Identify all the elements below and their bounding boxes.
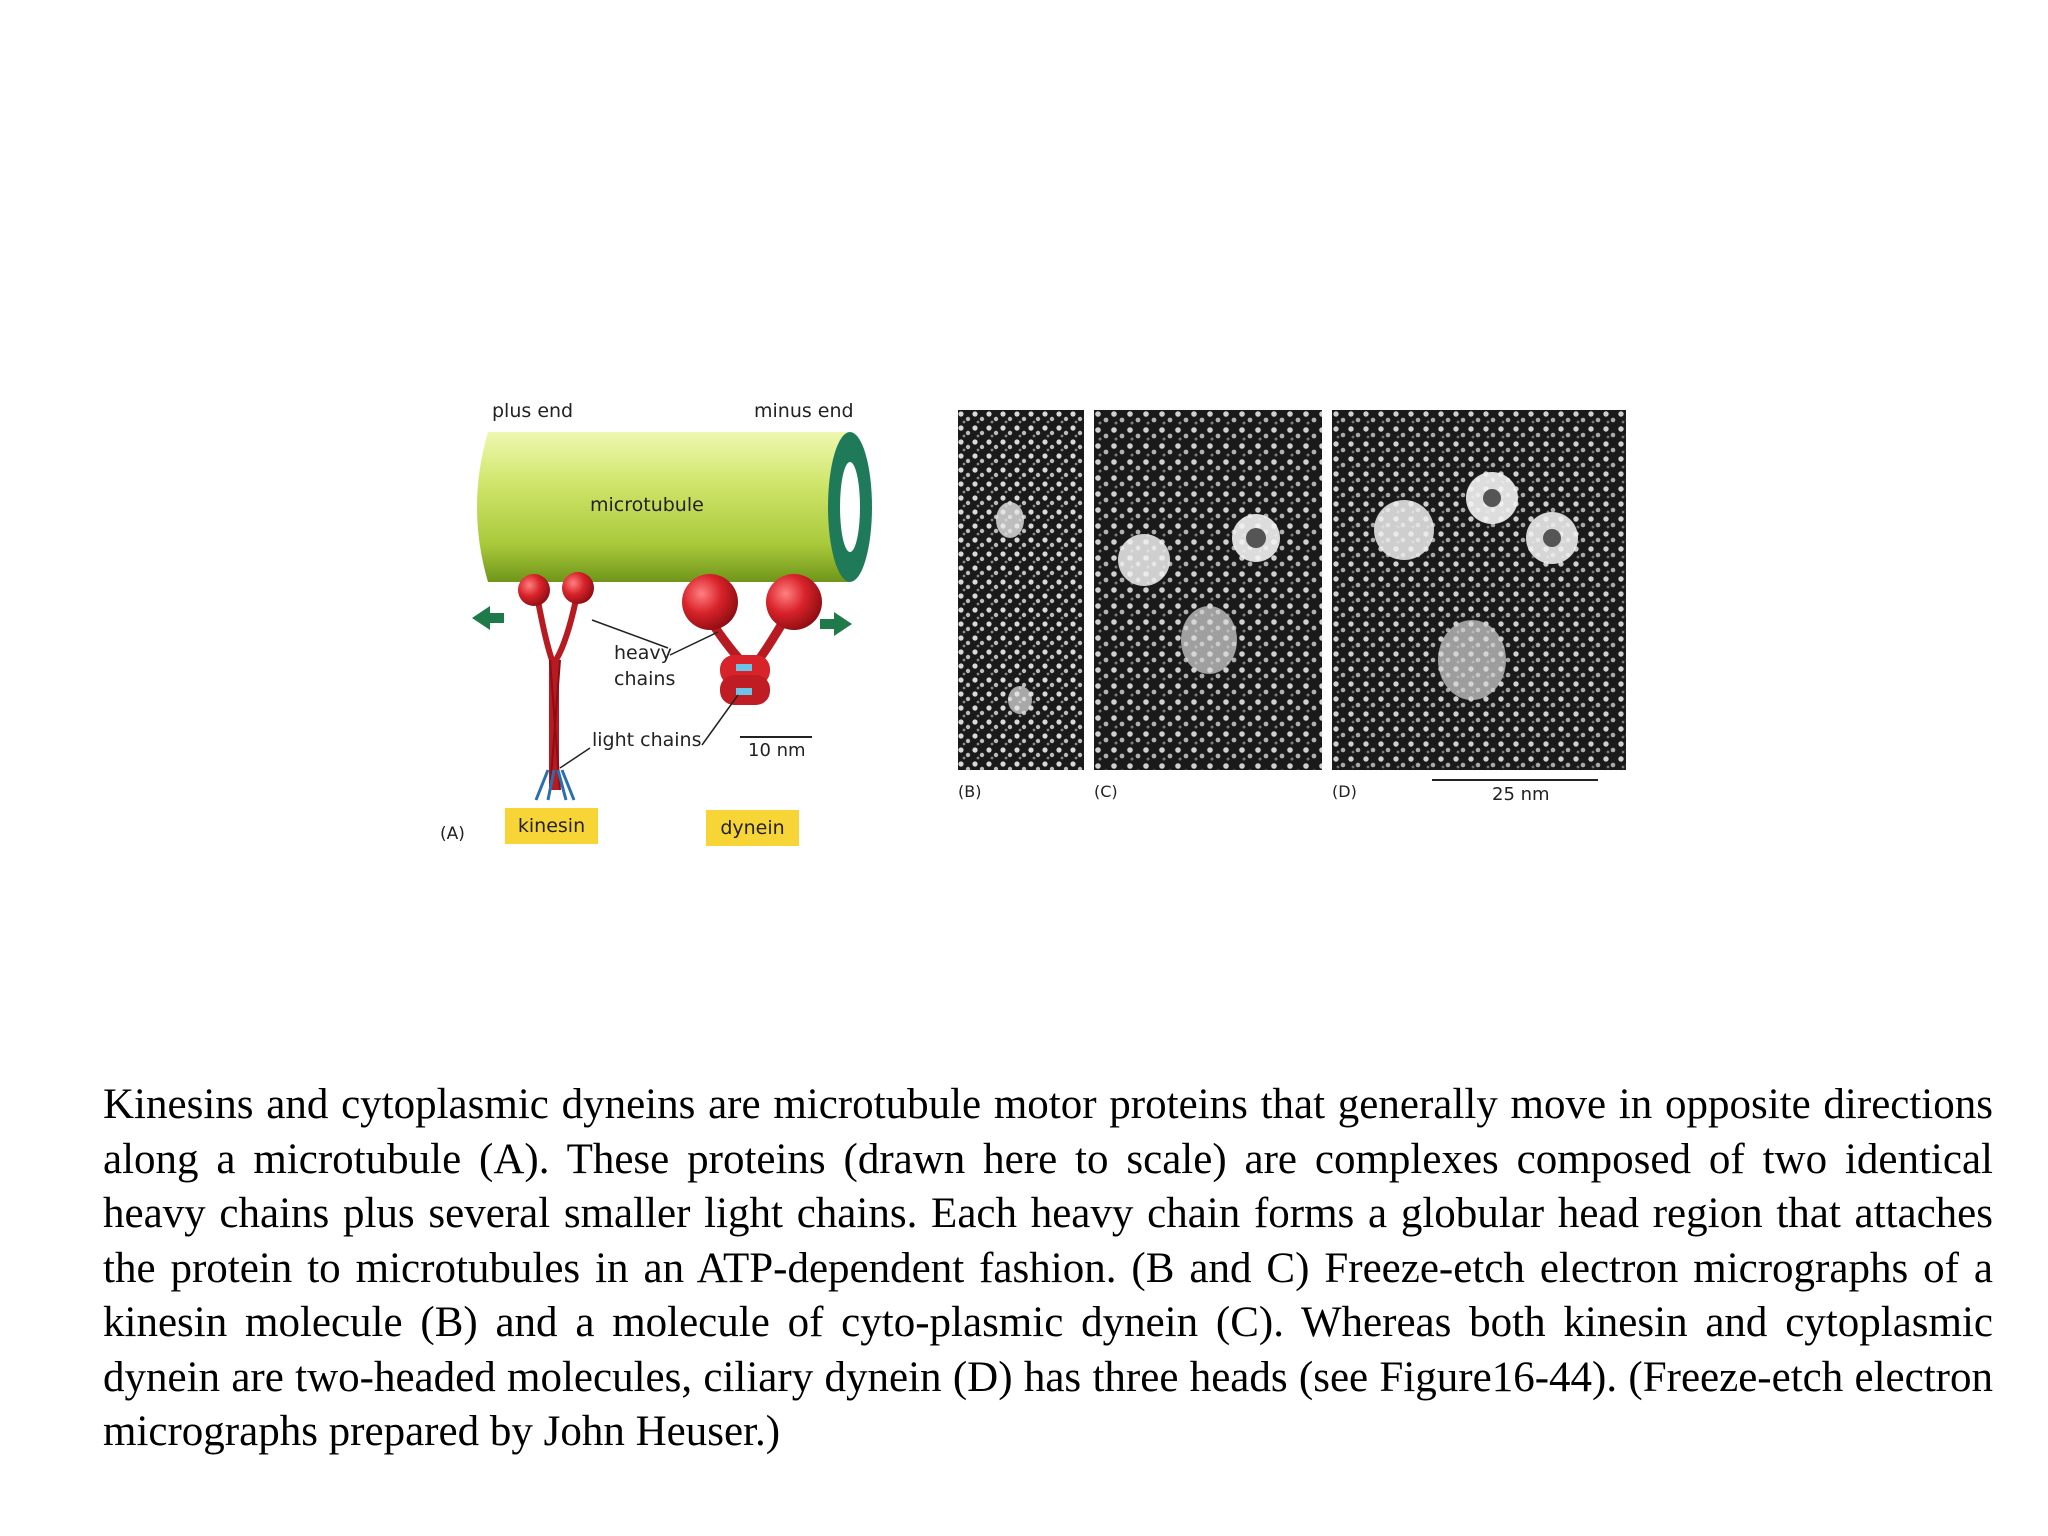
figure-caption: Kinesins and cytoplasmic dyneins are mic… <box>103 1081 1993 1455</box>
micrograph-d-texture <box>1332 410 1626 770</box>
dynein-tag: dynein <box>706 810 799 846</box>
micrograph-c-texture <box>1094 410 1322 770</box>
minus-end-label: minus end <box>754 400 854 422</box>
micrograph-c <box>1094 410 1322 770</box>
kinesin-molecule <box>518 572 594 801</box>
panel-b-label: (B) <box>958 782 982 801</box>
light-chains-label: light chains <box>592 729 702 751</box>
right-arrow-icon <box>820 612 852 636</box>
panel-c-label: (C) <box>1094 782 1118 801</box>
scale-10nm-label: 10 nm <box>748 740 806 761</box>
heavy-chains-label-line2: chains <box>614 668 676 690</box>
plus-end-label: plus end <box>492 400 574 422</box>
micrograph-d <box>1332 410 1626 770</box>
microtubule-label: microtubule <box>590 494 704 516</box>
panel-d-label: (D) <box>1332 782 1357 801</box>
micrograph-b <box>958 410 1084 770</box>
scale-25nm-label: 25 nm <box>1492 784 1550 805</box>
heavy-chains-label-line1: heavy <box>614 642 672 664</box>
kinesin-tag: kinesin <box>505 808 598 844</box>
dynein-molecule <box>682 574 822 705</box>
left-arrow-icon <box>472 606 504 630</box>
microtubule-cylinder <box>477 432 872 582</box>
micrograph-b-texture <box>958 410 1084 770</box>
panel-a-label: (A) <box>440 824 465 844</box>
